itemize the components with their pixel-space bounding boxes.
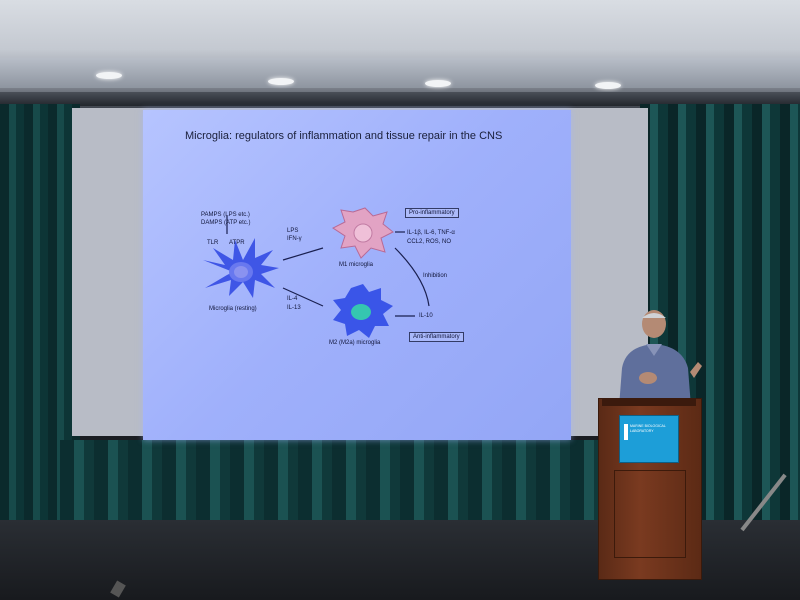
il13-label: IL-13 — [287, 305, 301, 311]
m2-microglia-cell-icon — [333, 284, 393, 338]
tlr-label: TLR — [207, 240, 219, 246]
m1-microglia-label: M1 microglia — [339, 262, 374, 268]
podium-top — [602, 398, 696, 406]
stimulus-damps-label: DAMPS (ATP etc.) — [201, 220, 251, 226]
ceiling — [0, 0, 800, 110]
ceiling-light — [96, 72, 122, 79]
anti-inflammatory-box: Anti-inflammatory — [409, 332, 464, 342]
pro-cytokines-line-2: CCL2, ROS, NO — [407, 239, 452, 245]
lps-label: LPS — [287, 228, 299, 234]
resting-microglia-label: Microglia (resting) — [209, 306, 257, 312]
il4-label: IL-4 — [287, 296, 298, 302]
ceiling-light — [595, 82, 621, 89]
curtain-rail — [0, 92, 800, 106]
ceiling-light — [425, 80, 451, 87]
resting-microglia-cell-icon — [203, 238, 279, 298]
m1-microglia-cell-icon — [332, 207, 394, 259]
slide-title: Microglia: regulators of inflammation an… — [185, 130, 503, 142]
institution-logo-icon — [624, 424, 628, 440]
podium-placard: MARINE BIOLOGICAL LABORATORY — [619, 415, 679, 463]
podium-panel — [614, 470, 686, 558]
ifn-label: IFN-γ — [287, 236, 302, 242]
m2-microglia-label: M2 (M2a) microglia — [329, 340, 381, 346]
projected-slide: Microglia: regulators of inflammation an… — [143, 110, 571, 440]
atpr-label: ATPR — [229, 240, 245, 246]
il10-label: IL-10 — [419, 313, 433, 319]
placard-text: MARINE BIOLOGICAL LABORATORY — [630, 424, 666, 433]
ceiling-band — [0, 58, 800, 88]
pro-inflammatory-box: Pro-inflammatory — [405, 208, 459, 218]
ceiling-light — [268, 78, 294, 85]
curtain-bottom — [60, 440, 660, 525]
microglia-diagram — [203, 207, 430, 338]
inhibition-label: Inhibition — [423, 273, 448, 279]
arrows — [226, 216, 430, 317]
pro-cytokines-line-1: IL-1β, IL-6, TNF-α — [407, 230, 455, 236]
stimulus-pamps-label: PAMPS (LPS etc.) — [201, 212, 250, 218]
